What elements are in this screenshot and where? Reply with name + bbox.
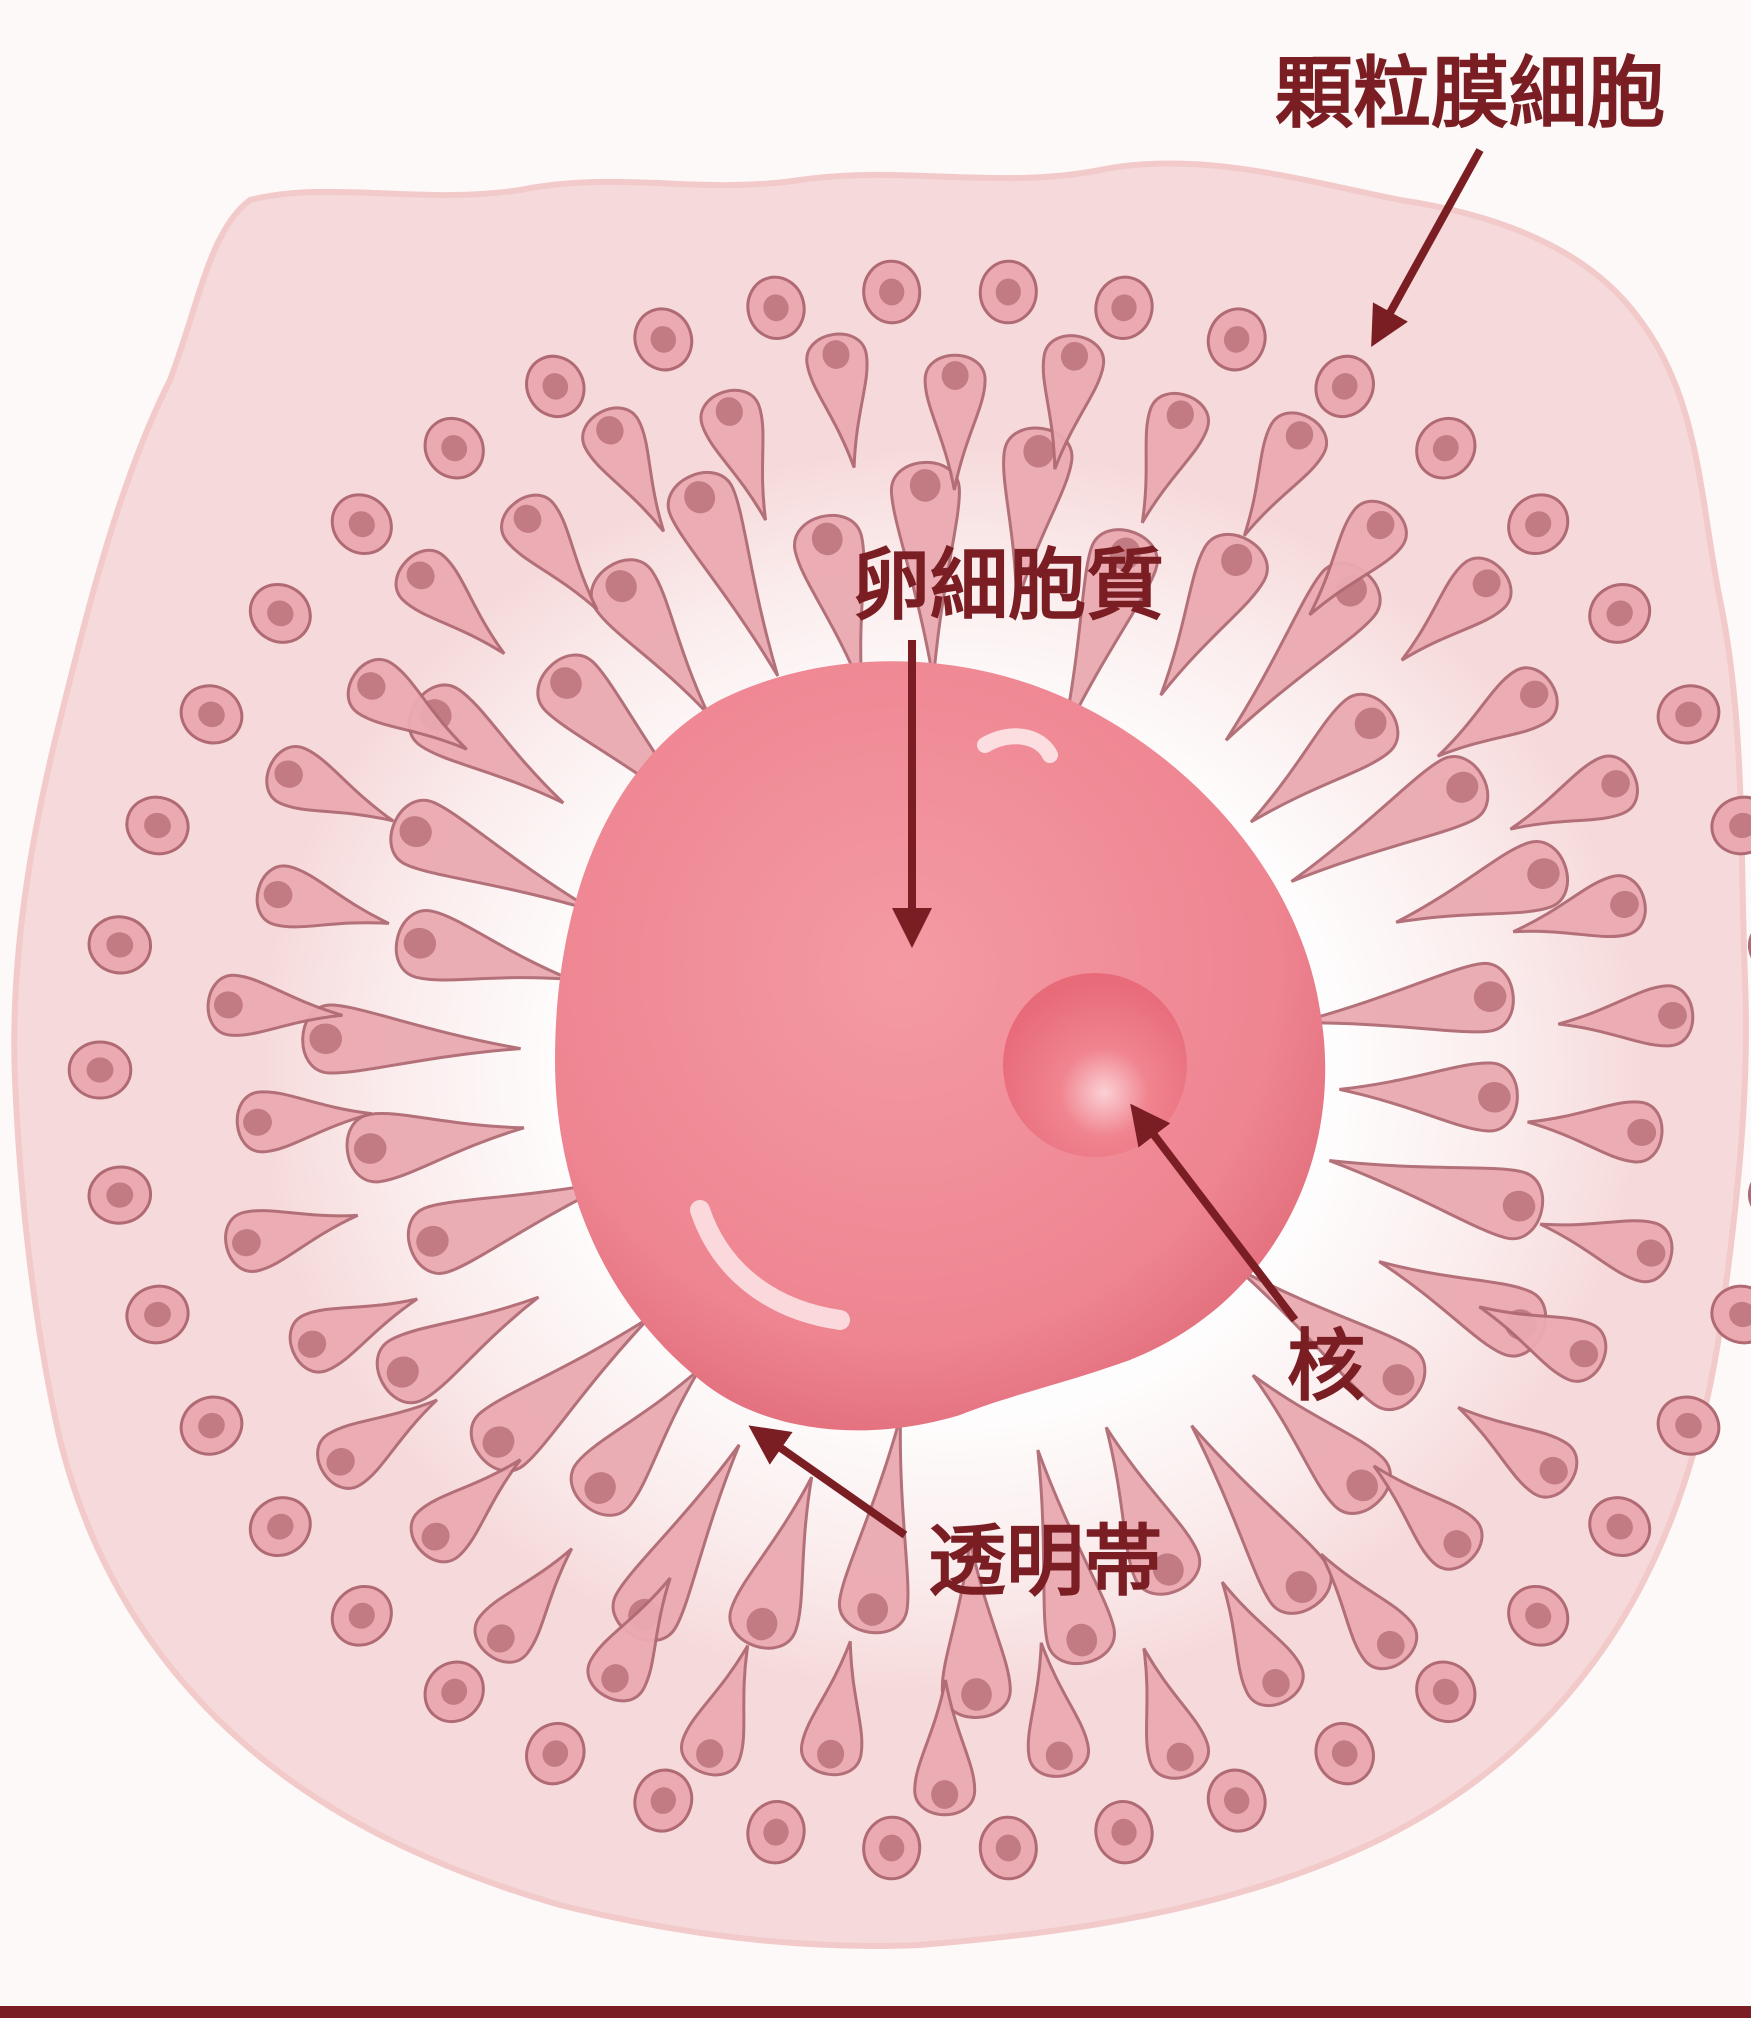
label-granulosa-cells: 顆粒膜細胞 [1275, 49, 1665, 139]
granulosa-cell [1746, 1163, 1751, 1228]
bottom-border [0, 2006, 1751, 2018]
label-nucleus: 核 [1287, 1322, 1365, 1412]
granulosa-cell [69, 1042, 131, 1098]
label-cytoplasm: 卵細胞質 [852, 541, 1164, 631]
oocyte-nucleus [1003, 973, 1187, 1157]
label-zona-pellucida: 透明帯 [928, 1517, 1162, 1607]
